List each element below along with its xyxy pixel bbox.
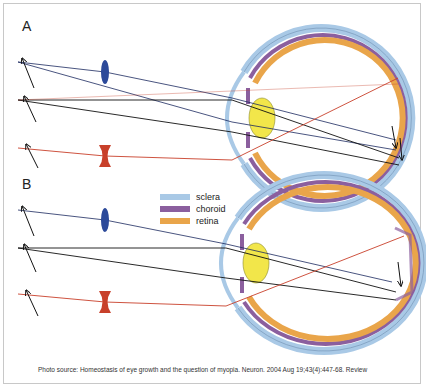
legend-text: sclera	[196, 192, 220, 203]
legend-text: retina	[196, 216, 219, 227]
panel-letter: B	[22, 176, 31, 192]
legend-swatch	[160, 206, 190, 212]
caption: Photo source: Homeostasis of eye growth …	[38, 366, 408, 374]
legend-swatch	[160, 194, 190, 200]
legend-swatch	[160, 218, 190, 224]
panel-letter: A	[22, 18, 31, 34]
eye-b	[18, 175, 424, 351]
legend-text: choroid	[196, 204, 226, 215]
